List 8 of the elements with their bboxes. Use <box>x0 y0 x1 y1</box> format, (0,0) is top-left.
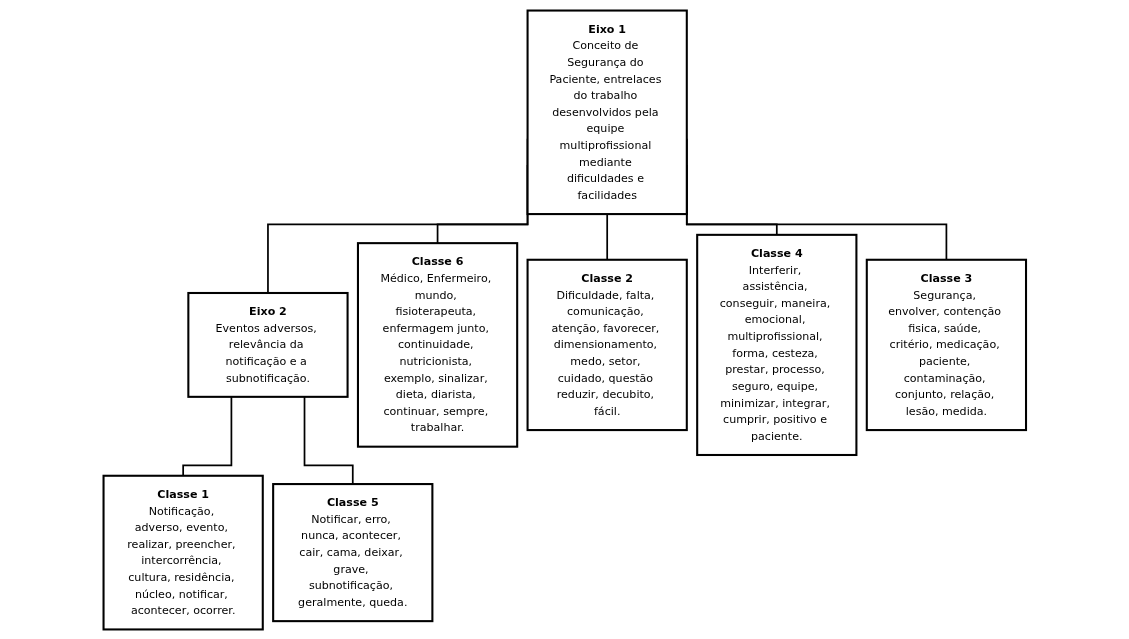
node-box: Eixo 2 Eventos adversos, relevância da notificação e a subnotificação. <box>187 291 349 398</box>
node-box: Eixo 1 Conceito de Segurança do Paciente, entrelaces do trabalho desenvolvidos pela equipe multiprofissional mediante dificuldades e facilidades <box>526 9 688 215</box>
node-box: Classe 6 Médico, Enfermeiro, mundo, fisioterapeuta, enfermagem junto, continuidade, nutricionista, exemplo, sinalizar, dieta, diarista, continuar, sempre, trabalhar. <box>356 241 518 448</box>
node-box: Classe 2 Dificuldade, falta, comunicação, atenção, favorecer, dimensionamento, medo, setor, cuidado, questão reduzir, decubito, fácil. <box>526 258 688 431</box>
node-box: Classe 4 Interferir, assistência, conseguir, maneira, emocional, multiprofissional, forma, cesteza, prestar, processo, seguro, equipe, minimizar, integrar, cumprir, positivo e paciente. <box>695 233 858 456</box>
node-box: Classe 3 Segurança, envolver, contenção fisica, saúde, critério, medicação, paciente, contaminação, conjunto, relação, lesão, medida. <box>865 258 1027 431</box>
node-box: Classe 1 Notificação, adverso, evento, realizar, preencher, intercorrência, cultura, residência, núcleo, notificar, acontecer, ocorrer. <box>102 474 264 630</box>
node-box: Classe 5 Notificar, erro, nunca, acontecer, cair, cama, deixar, grave, subnotificação, geralmente, queda. <box>271 482 434 622</box>
